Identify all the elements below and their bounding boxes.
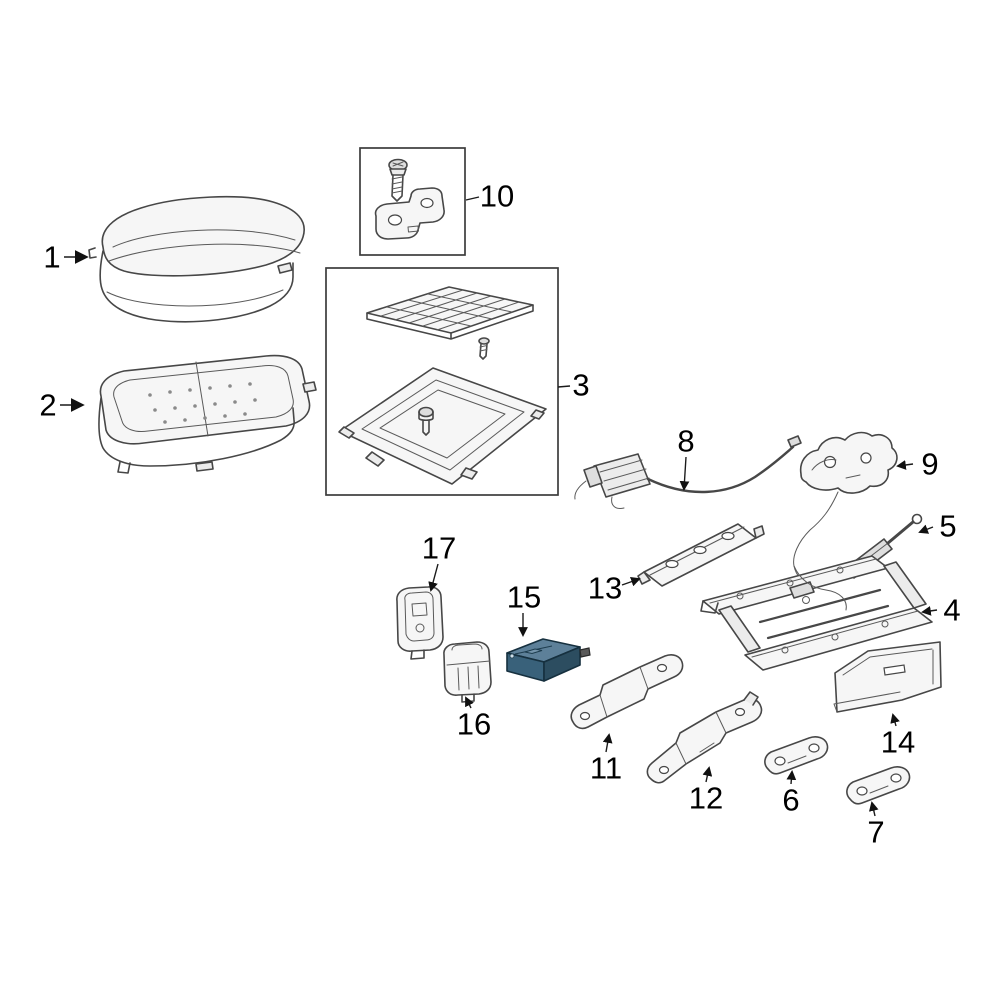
leader-11 [602, 733, 613, 753]
part-17-seat-switch [396, 586, 444, 660]
callout-15: 15 [506, 579, 542, 615]
callout-17: 17 [421, 530, 457, 566]
part-8-wiring-harness [574, 435, 802, 509]
leader-16 [465, 696, 474, 709]
callout-5: 5 [939, 508, 957, 544]
leader-10 [465, 196, 480, 201]
part-6-support-strap [764, 736, 829, 775]
part-16-switch-knob [443, 641, 492, 703]
callout-4: 4 [943, 592, 961, 628]
callout-1: 1 [43, 239, 61, 275]
callout-10: 10 [479, 178, 515, 214]
callout-2: 2 [39, 387, 57, 423]
callout-8: 8 [677, 423, 695, 459]
leader-3 [557, 385, 571, 388]
leader-lines [60, 196, 938, 817]
leader-14 [890, 713, 900, 727]
callout-9: 9 [921, 446, 939, 482]
part-2-seat-cushion-pad [98, 354, 317, 474]
part-4-seat-track-assembly [700, 555, 933, 671]
leader-5 [918, 524, 934, 534]
callout-12: 12 [688, 780, 724, 816]
part-10-screw-and-bracket [359, 147, 466, 256]
leader-9 [896, 460, 914, 470]
part-3-seat-frame-assembly [325, 267, 559, 496]
leader-12 [702, 766, 713, 783]
part-10-box [359, 147, 466, 256]
part-3-box [325, 267, 559, 496]
part-13-track-rail [637, 523, 765, 587]
callout-14: 14 [880, 724, 916, 760]
callout-3: 3 [572, 367, 590, 403]
callout-13: 13 [587, 570, 623, 606]
leader-7 [868, 801, 879, 817]
part-14-side-shield [833, 641, 942, 713]
leader-17 [428, 563, 439, 592]
leader-4 [921, 606, 938, 616]
leader-8 [679, 456, 690, 491]
callout-11: 11 [589, 750, 623, 786]
part-7-support-strap [846, 766, 911, 805]
callout-7: 7 [867, 814, 885, 850]
callout-6: 6 [782, 782, 800, 818]
part-9-bracket [793, 431, 898, 589]
leader-6 [786, 770, 797, 785]
leader-13 [621, 576, 641, 587]
part-11-mounting-bracket [570, 654, 684, 730]
part-1-seat-cushion-cover [88, 195, 305, 323]
callout-16: 16 [456, 706, 492, 742]
part-12-mounting-bracket [646, 691, 763, 784]
part-15-control-module-highlighted [506, 638, 591, 682]
